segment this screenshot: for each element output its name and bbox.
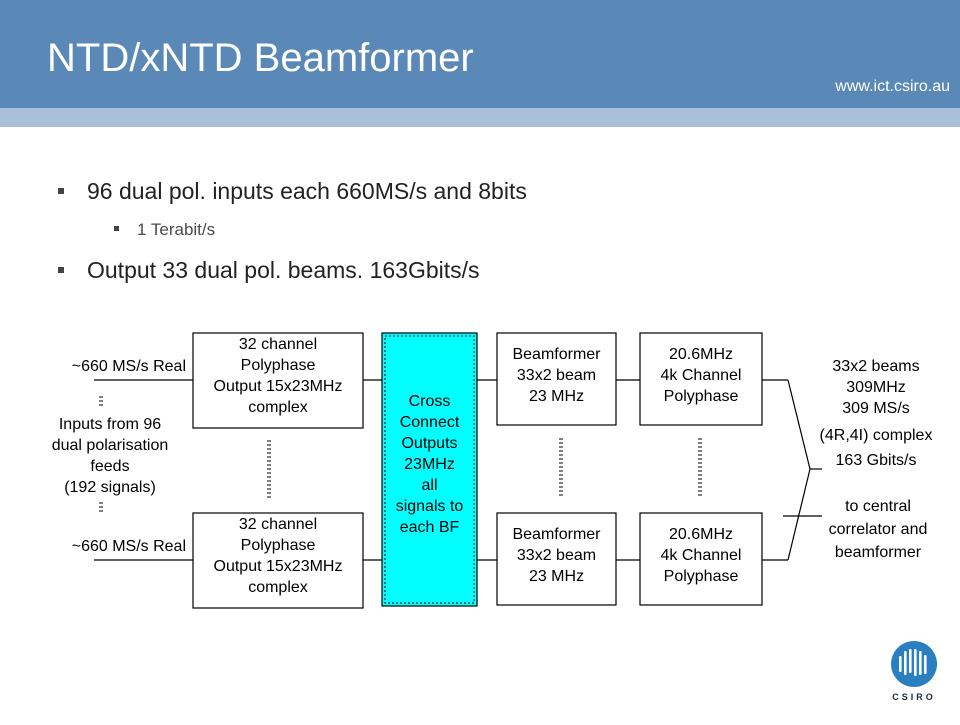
bullet-item: 96 dual pol. inputs each 660MS/s and 8bi… xyxy=(58,178,527,205)
box-label: 32 channel xyxy=(239,336,317,353)
destination-line: beamformer xyxy=(835,544,922,561)
box-label: 23 MHz xyxy=(529,568,584,585)
logo-text: CSIRO xyxy=(892,692,936,702)
output-line: 309MHz xyxy=(846,379,906,396)
cross-connect-box: Cross Connect Outputs 23MHz all signals … xyxy=(381,332,478,607)
input-label-bottom: ~660 MS/s Real xyxy=(72,538,186,555)
output-merge-line xyxy=(787,379,811,470)
csiro-logo-icon: CSIRO xyxy=(891,641,937,702)
ellipsis-dashes xyxy=(99,396,702,512)
output-line: (4R,4I) complex xyxy=(820,427,933,444)
box-label: Beamformer xyxy=(512,346,601,363)
slide-title: NTD/xNTD Beamformer xyxy=(47,36,474,80)
header-strip xyxy=(0,108,960,127)
output-line: 163 Gbits/s xyxy=(836,452,917,469)
box-label: Polyphase xyxy=(664,568,739,585)
box-label: Polyphase xyxy=(664,388,739,405)
csiro-logo: CSIRO xyxy=(886,640,942,704)
box-label: 33x2 beam xyxy=(517,547,596,564)
bullet-list: 96 dual pol. inputs each 660MS/s and 8bi… xyxy=(0,0,960,320)
box-label: 20.6MHz xyxy=(669,526,733,543)
box-label: 20.6MHz xyxy=(669,346,733,363)
box-label: each BF xyxy=(400,519,460,536)
bullet-text: Output 33 dual pol. beams. 163Gbits/s xyxy=(87,257,480,283)
polyphase-box-bottom: 32 channel Polyphase Output 15x23MHz com… xyxy=(192,512,364,609)
inputs-note-line: Inputs from 96 xyxy=(59,416,161,433)
bullet-item: Output 33 dual pol. beams. 163Gbits/s xyxy=(58,257,480,284)
sub-bullet-item: 1 Terabit/s xyxy=(114,220,215,240)
box-label: Polyphase xyxy=(241,537,316,554)
output-line: 33x2 beams xyxy=(832,358,919,375)
cross-connect-inner-border xyxy=(384,335,475,604)
bullet-text: 1 Terabit/s xyxy=(137,220,216,239)
cross-connect-fill xyxy=(381,332,478,607)
output-merge-line xyxy=(787,468,811,561)
connectors xyxy=(94,379,822,561)
destination-line: correlator and xyxy=(829,521,928,538)
site-url[interactable]: www.ict.csiro.au xyxy=(835,78,950,95)
box-label: 23MHz xyxy=(404,456,455,473)
box-label: signals to xyxy=(396,498,464,515)
box-label: Outputs xyxy=(401,435,457,452)
inputs-note-line: feeds xyxy=(90,458,129,475)
box-label: Beamformer xyxy=(512,526,601,543)
bullet-square-icon xyxy=(58,187,64,194)
box-label: 32 channel xyxy=(239,516,317,533)
box-label: complex xyxy=(248,579,308,596)
output-destination: to central correlator and beamformer xyxy=(829,498,928,561)
inputs-note: Inputs from 96 dual polarisation feeds (… xyxy=(52,416,169,496)
box-label: 4k Channel xyxy=(661,547,742,564)
beamformer-box-top: Beamformer 33x2 beam 23 MHz xyxy=(496,332,617,426)
box-label: 4k Channel xyxy=(661,367,742,384)
box-label: complex xyxy=(248,399,308,416)
inputs-note-line: dual polarisation xyxy=(52,437,169,454)
box-label: 33x2 beam xyxy=(517,367,596,384)
bullet-text: 96 dual pol. inputs each 660MS/s and 8bi… xyxy=(87,178,527,204)
output-line: 309 MS/s xyxy=(842,400,910,417)
bullet-square-icon xyxy=(114,226,119,232)
channelizer-box-bottom: 20.6MHz 4k Channel Polyphase xyxy=(639,512,763,606)
header-bar xyxy=(0,0,960,108)
beamformer-box-bottom: Beamformer 33x2 beam 23 MHz xyxy=(496,512,617,606)
box-label: Output 15x23MHz xyxy=(214,558,343,575)
polyphase-box-top: 32 channel Polyphase Output 15x23MHz com… xyxy=(192,332,364,429)
bullet-square-icon xyxy=(58,266,64,273)
box-label: Connect xyxy=(400,414,460,431)
box-label: all xyxy=(421,477,437,494)
destination-line: to central xyxy=(845,498,911,515)
box-label: Cross xyxy=(409,393,451,410)
box-label: Output 15x23MHz xyxy=(214,378,343,395)
channelizer-box-top: 20.6MHz 4k Channel Polyphase xyxy=(639,332,763,426)
box-label: Polyphase xyxy=(241,357,316,374)
input-label-top: ~660 MS/s Real xyxy=(72,358,186,375)
inputs-note-line: (192 signals) xyxy=(64,479,156,496)
box-label: 23 MHz xyxy=(529,388,584,405)
output-summary: 33x2 beams 309MHz 309 MS/s (4R,4I) compl… xyxy=(820,358,933,469)
